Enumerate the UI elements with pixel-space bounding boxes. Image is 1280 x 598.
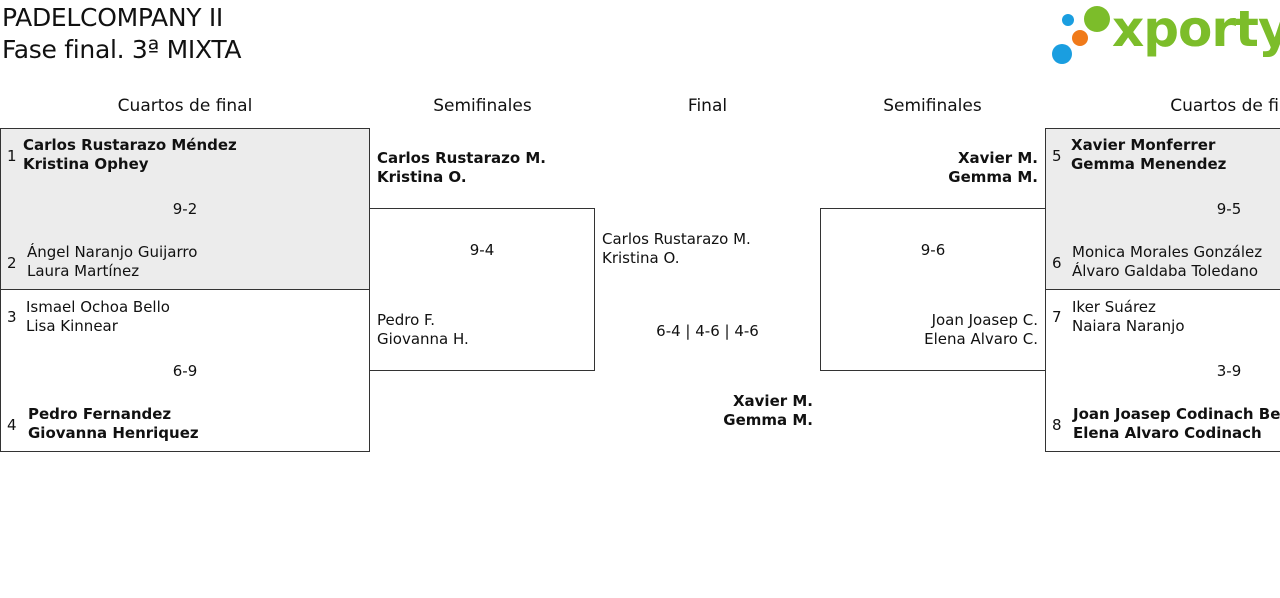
column-header-left-quarterfinals: Cuartos de final: [117, 96, 253, 116]
column-header-right-semifinals: Semifinales: [883, 96, 982, 116]
match-score: 9-6: [920, 241, 946, 259]
left-semifinal-match[interactable]: [369, 208, 595, 371]
player-name: Elena Alvaro C.: [924, 330, 1038, 348]
player-name: Giovanna H.: [377, 330, 469, 348]
player-name: Kristina O.: [602, 249, 680, 267]
final-score: 6-4 | 4-6 | 4-6: [656, 322, 759, 340]
match-score: 9-2: [172, 200, 198, 218]
player-name: Kristina Ophey: [23, 155, 149, 173]
player-name: Lisa Kinnear: [26, 317, 118, 335]
player-name: Gemma M.: [948, 168, 1038, 186]
right-qf-match-2[interactable]: [1045, 289, 1280, 452]
logo-dot-orange: [1072, 30, 1088, 46]
player-name: Laura Martínez: [27, 262, 140, 280]
left-qf-match-1[interactable]: [0, 128, 370, 290]
logo-text: xporty: [1112, 0, 1280, 58]
player-name: Carlos Rustarazo M.: [377, 149, 546, 167]
player-name: Ángel Naranjo Guijarro: [27, 243, 198, 261]
match-score: 3-9: [1216, 362, 1242, 380]
player-name: Pedro F.: [377, 311, 436, 329]
seed-number: 8: [1052, 416, 1062, 434]
seed-number: 4: [7, 416, 17, 434]
logo-dot-blue-top: [1062, 14, 1074, 26]
player-name: Álvaro Galdaba Toledano: [1072, 262, 1259, 280]
xporty-logo: xporty: [1050, 0, 1280, 66]
champion-name: Xavier M.: [732, 392, 813, 410]
seed-number: 2: [7, 254, 17, 272]
champion-name: Gemma M.: [723, 411, 813, 429]
column-header-right-quarterfinals: Cuartos de fin: [1170, 96, 1280, 116]
page-title: PADELCOMPANY II Fase final. 3ª MIXTA: [2, 2, 242, 66]
logo-dot-green: [1084, 6, 1110, 32]
player-name: Carlos Rustarazo M.: [602, 230, 751, 248]
logo-dot-blue-bottom: [1052, 44, 1072, 64]
player-name: Xavier M.: [957, 149, 1038, 167]
seed-number: 6: [1052, 254, 1062, 272]
seed-number: 1: [7, 147, 17, 165]
player-name: Naiara Naranjo: [1072, 317, 1185, 335]
tournament-name: PADELCOMPANY II: [2, 3, 224, 32]
player-name: Giovanna Henriquez: [28, 424, 199, 442]
seed-number: 7: [1052, 308, 1062, 326]
player-name: Gemma Menendez: [1071, 155, 1227, 173]
player-name: Iker Suárez: [1072, 298, 1156, 316]
seed-number: 3: [7, 308, 17, 326]
player-name: Monica Morales González: [1072, 243, 1263, 261]
player-name: Pedro Fernandez: [28, 405, 172, 423]
match-score: 9-4: [469, 241, 495, 259]
seed-number: 5: [1052, 147, 1062, 165]
match-score: 9-5: [1216, 200, 1242, 218]
column-header-final: Final: [687, 96, 728, 116]
phase-name: Fase final. 3ª MIXTA: [2, 35, 242, 64]
player-name: Xavier Monferrer: [1071, 136, 1216, 154]
player-name: Carlos Rustarazo Méndez: [23, 136, 237, 154]
player-name: Kristina O.: [377, 168, 467, 186]
player-name: Joan Joasep C.: [931, 311, 1038, 329]
player-name: Elena Alvaro Codinach: [1073, 424, 1262, 442]
player-name: Joan Joasep Codinach Berg: [1073, 405, 1280, 423]
match-score: 6-9: [172, 362, 198, 380]
column-header-left-semifinals: Semifinales: [433, 96, 532, 116]
right-qf-match-1[interactable]: [1045, 128, 1280, 290]
player-name: Ismael Ochoa Bello: [26, 298, 170, 316]
